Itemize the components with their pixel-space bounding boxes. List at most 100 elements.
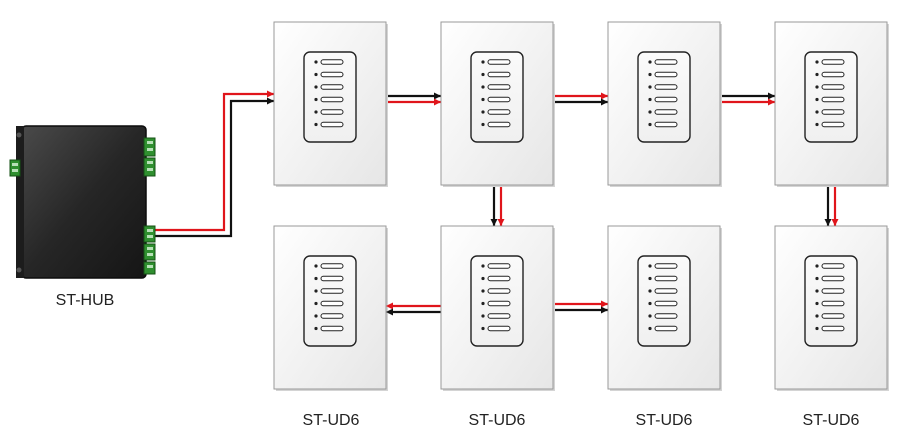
device-label: ST-UD6 bbox=[468, 412, 526, 429]
led-indicator-icon bbox=[314, 289, 318, 293]
st-ud6-dimmer bbox=[774, 225, 889, 391]
keypad-button bbox=[320, 59, 344, 65]
keypad-button bbox=[487, 325, 511, 332]
keypad-button bbox=[487, 96, 511, 103]
led-indicator-icon bbox=[648, 264, 652, 268]
st-ud6-dimmer bbox=[607, 21, 722, 187]
led-indicator-icon bbox=[314, 110, 318, 114]
arrow-head-icon bbox=[386, 308, 393, 316]
keypad-button bbox=[654, 84, 678, 90]
led-indicator-icon bbox=[314, 276, 318, 281]
arrow-head-icon bbox=[601, 92, 608, 100]
st-ud6-dimmer bbox=[273, 21, 388, 187]
led-indicator-icon bbox=[481, 289, 485, 293]
keypad-button bbox=[320, 109, 344, 115]
arrow-head-icon bbox=[768, 98, 775, 106]
arrow-head-icon bbox=[601, 98, 608, 106]
led-indicator-icon bbox=[815, 326, 819, 331]
keypad-button bbox=[654, 96, 678, 103]
wire-black bbox=[155, 99, 274, 238]
led-indicator-icon bbox=[815, 72, 819, 77]
device-label: ST-UD6 bbox=[802, 412, 860, 429]
led-indicator-icon bbox=[815, 314, 819, 318]
keypad-button bbox=[654, 59, 678, 65]
keypad-button bbox=[821, 275, 845, 282]
keypad-button bbox=[821, 109, 845, 115]
keypad-button bbox=[487, 288, 511, 294]
led-indicator-icon bbox=[481, 326, 485, 331]
arrow-head-icon bbox=[386, 302, 393, 310]
led-indicator-icon bbox=[648, 326, 652, 331]
led-indicator-icon bbox=[481, 72, 485, 77]
keypad-button bbox=[654, 288, 678, 294]
led-indicator-icon bbox=[481, 60, 485, 64]
keypad-button bbox=[487, 121, 511, 128]
arrow-head-icon bbox=[601, 306, 608, 314]
arrow-head-icon bbox=[434, 92, 441, 100]
keypad-button bbox=[821, 121, 845, 128]
led-indicator-icon bbox=[648, 276, 652, 281]
keypad-button bbox=[320, 263, 344, 269]
arrow-head-icon bbox=[831, 219, 839, 226]
device-label: ST-UD6 bbox=[635, 412, 693, 429]
keypad-button bbox=[320, 71, 344, 78]
hub-screw bbox=[16, 132, 22, 138]
led-indicator-icon bbox=[314, 97, 318, 102]
arrow-head-icon bbox=[497, 219, 505, 226]
keypad-button bbox=[821, 71, 845, 78]
led-indicator-icon bbox=[648, 60, 652, 64]
led-indicator-icon bbox=[481, 97, 485, 102]
keypad-button bbox=[487, 71, 511, 78]
led-indicator-icon bbox=[648, 72, 652, 77]
led-indicator-icon bbox=[481, 264, 485, 268]
keypad-button bbox=[654, 275, 678, 282]
keypad-button bbox=[320, 96, 344, 103]
keypad-button bbox=[821, 59, 845, 65]
led-indicator-icon bbox=[815, 276, 819, 281]
led-indicator-icon bbox=[314, 301, 318, 306]
keypad-button bbox=[320, 121, 344, 128]
led-indicator-icon bbox=[481, 314, 485, 318]
led-indicator-icon bbox=[815, 122, 819, 127]
keypad-button bbox=[487, 300, 511, 307]
keypad-button bbox=[654, 325, 678, 332]
keypad-button bbox=[654, 121, 678, 128]
led-indicator-icon bbox=[314, 122, 318, 127]
keypad-button bbox=[821, 288, 845, 294]
keypad-button bbox=[821, 96, 845, 103]
led-indicator-icon bbox=[648, 301, 652, 306]
keypad-button bbox=[320, 275, 344, 282]
led-indicator-icon bbox=[648, 314, 652, 318]
keypad-button bbox=[320, 313, 344, 319]
led-indicator-icon bbox=[648, 110, 652, 114]
led-indicator-icon bbox=[815, 97, 819, 102]
led-indicator-icon bbox=[481, 122, 485, 127]
led-indicator-icon bbox=[314, 85, 318, 89]
wall-plate bbox=[774, 21, 888, 186]
keypad-button bbox=[487, 59, 511, 65]
wires bbox=[155, 92, 837, 314]
arrow-head-icon bbox=[768, 92, 775, 100]
st-hub-device bbox=[9, 125, 156, 279]
led-indicator-icon bbox=[314, 326, 318, 331]
st-ud6-dimmer bbox=[273, 225, 388, 391]
st-ud6-dimmer bbox=[774, 21, 889, 187]
arrow-head-icon bbox=[434, 98, 441, 106]
led-indicator-icon bbox=[815, 85, 819, 89]
led-indicator-icon bbox=[815, 289, 819, 293]
arrow-head-icon bbox=[490, 219, 498, 226]
led-indicator-icon bbox=[815, 264, 819, 268]
led-indicator-icon bbox=[648, 97, 652, 102]
hub-connector-right-top bbox=[143, 137, 156, 177]
led-indicator-icon bbox=[314, 72, 318, 77]
st-ud6-dimmer bbox=[607, 225, 722, 391]
led-indicator-icon bbox=[815, 301, 819, 306]
keypad-button bbox=[487, 275, 511, 282]
arrow-head-icon bbox=[267, 90, 274, 98]
keypad-button bbox=[821, 300, 845, 307]
led-indicator-icon bbox=[314, 60, 318, 64]
keypad-button bbox=[487, 263, 511, 269]
led-indicator-icon bbox=[648, 289, 652, 293]
hub-body bbox=[21, 125, 147, 279]
arrows bbox=[267, 90, 839, 316]
